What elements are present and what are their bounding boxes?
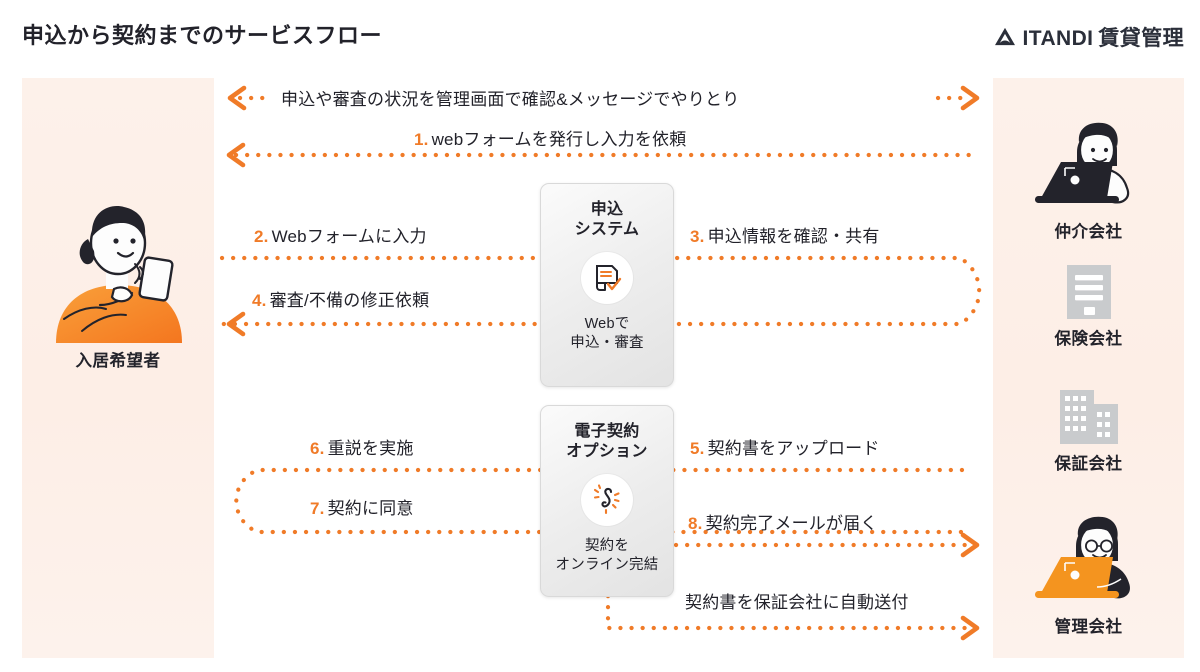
- wire-auto-send: [605, 593, 969, 631]
- signature-sparkle-icon: [593, 484, 620, 514]
- flow-label-step3: 3.申込情報を確認・共有: [690, 222, 880, 247]
- flow-text-5: 契約書をアップロード: [707, 439, 880, 458]
- flow-text-4: 審査/不備の修正依頼: [269, 291, 430, 310]
- flow-label-step7: 7.契約に同意: [310, 494, 414, 519]
- flow-text-8: 契約完了メールが届く: [705, 514, 878, 533]
- actor-label-guarantee: 保証会社: [1054, 455, 1123, 473]
- card-contract-title-line2: オプション: [566, 443, 648, 461]
- actor-label-broker: 仲介会社: [1054, 223, 1123, 241]
- flow-text-3: 申込情報を確認・共有: [707, 227, 880, 246]
- flow-label-status-exchange: 申込や審査の状況を管理画面で確認&メッセージでやりとり: [278, 85, 739, 110]
- actor-tenant: 入居希望者: [22, 193, 214, 371]
- flow-num-3: 3.: [690, 227, 705, 246]
- actor-label-insurance: 保険会社: [1054, 330, 1123, 348]
- card-contract-title: 電子契約 オプション: [566, 422, 648, 463]
- arrow-step4-icon: [226, 311, 246, 337]
- actor-label-tenant: 入居希望者: [75, 352, 161, 370]
- card-apply-title-line2: システム: [574, 221, 640, 239]
- flow-num-4: 4.: [252, 291, 267, 310]
- flow-text-1: webフォームを発行し入力を依頼: [431, 130, 687, 149]
- card-contract-title-line1: 電子契約: [574, 423, 640, 440]
- triangle-mountain-logo-icon: [994, 27, 1015, 46]
- flow-text-auto: 契約書を保証会社に自動送付: [685, 593, 909, 612]
- flow-num-8: 8.: [688, 514, 703, 533]
- card-apply-icon-wrap: [581, 251, 633, 304]
- flow-label-auto-send: 契約書を保証会社に自動送付: [682, 588, 909, 613]
- card-apply-title: 申込 システム: [575, 200, 640, 241]
- flow-label-step5: 5.契約書をアップロード: [690, 434, 880, 459]
- wire-step5-6-7: [234, 467, 965, 535]
- companies-panel: 仲介会社 保険会社: [993, 78, 1184, 658]
- arrow-status-left-icon: [227, 85, 247, 111]
- person-at-laptop-illustration: [1034, 122, 1129, 204]
- logo-suffix: 賃貸管理: [1098, 27, 1184, 50]
- flow-num-7: 7.: [310, 499, 325, 518]
- flow-num-6: 6.: [310, 439, 325, 458]
- actor-insurance: 保険会社: [993, 263, 1184, 349]
- document-check-icon: [596, 264, 622, 291]
- logo-brand: ITANDI: [1022, 27, 1094, 50]
- flow-num-5: 5.: [690, 439, 705, 458]
- card-apply-system[interactable]: 申込 システム Webで 申込・審査: [540, 183, 674, 387]
- arrow-step8-icon: [960, 532, 980, 558]
- card-apply-sub-line1: Webで: [584, 315, 630, 332]
- arrow-step1-icon: [226, 142, 246, 168]
- card-contract-sub-line1: 契約を: [584, 537, 630, 554]
- card-contract-icon-wrap: [581, 473, 633, 526]
- twin-office-building-icon: [1059, 390, 1118, 444]
- card-contract-sub-line2: オンライン完結: [555, 556, 659, 573]
- flow-label-step1: 1.webフォームを発行し入力を依頼: [414, 125, 686, 150]
- flow-num-2: 2.: [254, 227, 269, 246]
- office-building-icon: [1066, 265, 1111, 319]
- person-at-orange-laptop-illustration: [1034, 516, 1130, 599]
- flow-label-step8: 8.契約完了メールが届く: [688, 509, 878, 534]
- tenant-panel: 入居希望者: [22, 78, 214, 658]
- arrow-status-right-icon: [960, 85, 980, 111]
- page-title: 申込から契約までのサービスフロー: [22, 23, 383, 48]
- actor-manager: 管理会社: [993, 503, 1184, 637]
- flow-num-1: 1.: [414, 130, 429, 149]
- flow-text-6: 重説を実施: [327, 439, 414, 458]
- card-apply-subtitle: Webで 申込・審査: [570, 315, 644, 353]
- card-econtract-option[interactable]: 電子契約 オプション 契約を オンライン完結: [540, 405, 674, 597]
- flow-label-step4: 4.審査/不備の修正依頼: [252, 286, 429, 311]
- actor-guarantee: 保証会社: [993, 388, 1184, 474]
- flow-text-2: Webフォームに入力: [271, 227, 427, 246]
- card-apply-title-line1: 申込: [590, 201, 624, 218]
- wire-step2-3-4: [219, 255, 982, 327]
- card-contract-subtitle: 契約を オンライン完結: [556, 537, 659, 575]
- card-apply-sub-line2: 申込・審査: [570, 334, 644, 351]
- flow-label-step2: 2.Webフォームに入力: [254, 222, 427, 247]
- flow-text-7: 契約に同意: [327, 499, 414, 518]
- woman-with-smartphone-illustration: [56, 206, 182, 343]
- flow-label-step6: 6.重説を実施: [310, 434, 414, 459]
- arrow-auto-send-icon: [960, 615, 980, 641]
- actor-broker: 仲介会社: [993, 108, 1184, 242]
- flow-text-status: 申込や審査の状況を管理画面で確認&メッセージでやりとり: [281, 90, 740, 109]
- actor-label-manager: 管理会社: [1054, 618, 1123, 636]
